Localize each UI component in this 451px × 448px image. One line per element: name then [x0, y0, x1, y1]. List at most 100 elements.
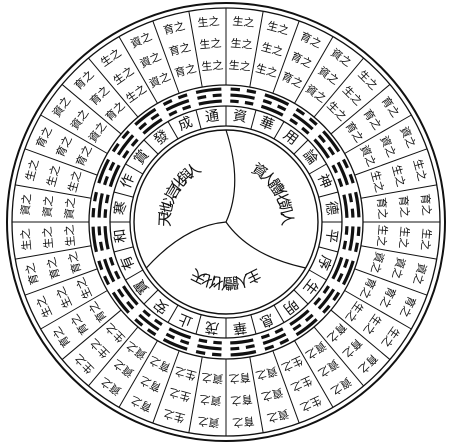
center-sector-char: 化: [270, 186, 293, 207]
outer-cell-text: 資之: [260, 385, 285, 404]
trigram-line: [162, 99, 173, 106]
middle-divider: [250, 314, 257, 335]
middle-divider: [273, 121, 285, 140]
outer-cell-text: 生之: [201, 58, 224, 74]
trigram-line: [342, 240, 348, 250]
outer-cell-text: 生之: [73, 275, 95, 301]
outer-cell-text: 生之: [418, 228, 434, 251]
outer-cell-text: 資之: [328, 375, 354, 399]
outer-cell-text: 資之: [254, 364, 279, 383]
middle-cell-label: 通: [204, 108, 220, 126]
outer-cell-text: 資之: [368, 250, 387, 275]
trigram-line: [230, 346, 240, 351]
center-sector-char: 天: [188, 265, 209, 288]
trigram-line: [322, 130, 341, 153]
outer-cell-text: 生之: [167, 385, 192, 404]
middle-divider: [318, 191, 339, 198]
cell-divider: [330, 309, 391, 360]
trigram-line: [245, 344, 255, 350]
cell-divider: [330, 84, 391, 135]
outer-cell-text: 資之: [49, 94, 73, 120]
trigram-line: [126, 300, 135, 310]
outer-cell-text: 育之: [102, 98, 127, 123]
outer-cell-text: 生之: [65, 169, 84, 194]
outer-cell-text: 資之: [377, 133, 399, 159]
cell-divider: [294, 340, 334, 408]
trigram-line: [111, 291, 130, 314]
trigram-line: [98, 241, 104, 251]
middle-divider: [143, 289, 159, 305]
trigram-line: [313, 297, 322, 306]
cell-divider: [272, 350, 300, 424]
outer-cell-text: 育之: [67, 312, 91, 338]
outer-cell-text: 生之: [162, 407, 187, 426]
outer-cell-text: 生之: [266, 18, 291, 37]
trigram-line: [195, 87, 222, 94]
trigram-line: [230, 93, 255, 100]
trigram-line: [122, 149, 130, 159]
cell-divider: [249, 11, 264, 88]
trigram-line: [134, 107, 157, 126]
trigram-line: [274, 327, 284, 335]
center-sector-char: 人: [277, 210, 296, 226]
cell-divider: [294, 36, 334, 104]
outer-cell-text: 育之: [173, 61, 198, 80]
outer-cell-text: 育之: [418, 193, 434, 216]
outer-cell-text: 育之: [65, 250, 84, 275]
trigram-line: [197, 344, 222, 351]
trigram-line: [108, 256, 115, 266]
middle-divider: [308, 163, 327, 175]
trigram-line: [348, 193, 354, 203]
middle-divider: [318, 246, 339, 253]
cell-divider: [188, 356, 203, 433]
trigram-line: [260, 104, 284, 117]
trigram-line: [198, 338, 208, 344]
outer-cell-text: 資之: [40, 195, 56, 218]
trigram-line: [97, 260, 104, 271]
outer-cell-text: 育之: [147, 353, 173, 375]
trigram-line: [211, 352, 222, 357]
middle-divider: [113, 191, 134, 198]
trigram-line: [336, 273, 344, 283]
trigram-line: [292, 323, 302, 332]
outer-cell-text: 育之: [343, 119, 367, 145]
outer-cell-text: 資之: [110, 357, 136, 381]
outer-cell-text: 育之: [85, 299, 109, 325]
trigram-line: [322, 285, 330, 295]
trigram-line: [289, 309, 310, 326]
trigram-line: [130, 138, 139, 147]
outer-cell-text: 生之: [361, 312, 385, 338]
trigram-line: [168, 327, 192, 340]
cell-divider: [24, 148, 98, 176]
outer-cell-text: 育之: [397, 294, 419, 320]
trigram-line: [344, 226, 349, 235]
middle-divider: [293, 139, 309, 155]
outer-cell-text: 生之: [343, 299, 367, 325]
outer-cell-text: 資之: [62, 197, 78, 220]
outer-cell-text: 育之: [396, 195, 412, 218]
outer-cell-text: 生之: [199, 36, 222, 52]
outer-cell-text: 生之: [53, 285, 75, 311]
outer-cell-text: 生之: [379, 324, 403, 350]
trigram-line: [182, 104, 192, 111]
center-sector-char: 化: [212, 273, 229, 292]
trigram-line: [342, 260, 355, 286]
trigram-line: [342, 194, 349, 218]
trigram-line: [354, 242, 359, 253]
trigram-line: [103, 226, 110, 250]
outer-cell-text: 資之: [197, 414, 220, 430]
trigram-line: [262, 99, 273, 105]
outer-cell-text: 資之: [328, 45, 354, 69]
outer-cell-text: 資之: [357, 143, 379, 169]
middle-divider: [113, 246, 134, 253]
outer-cell-text: 育之: [167, 39, 192, 58]
trigram-line: [104, 194, 110, 204]
trigram-line: [356, 226, 361, 237]
cell-divider: [88, 326, 139, 387]
trigram-line: [350, 208, 355, 218]
cell-divider: [40, 114, 108, 154]
center-sector-char: 地: [156, 200, 177, 218]
outer-cell-text: 資之: [199, 392, 222, 408]
outer-cell-text: 資之: [128, 29, 154, 51]
